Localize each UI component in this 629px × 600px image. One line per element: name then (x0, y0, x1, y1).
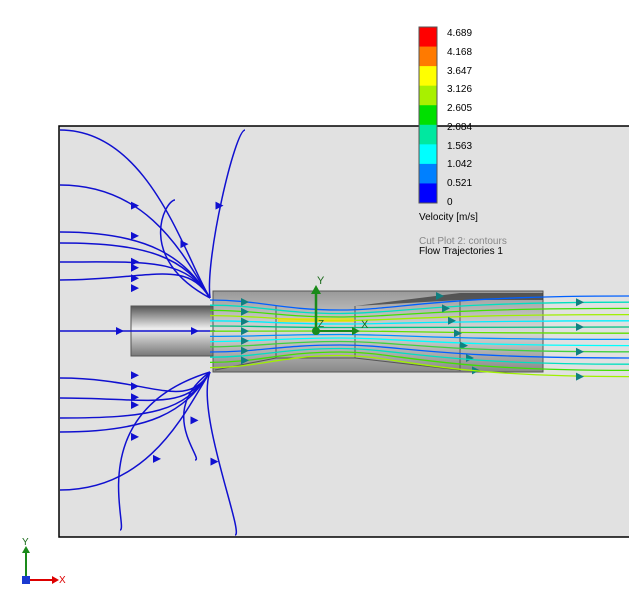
legend-tick-label: 4.689 (447, 28, 473, 39)
view-triad: Y X (22, 537, 66, 586)
legend-band (419, 163, 437, 184)
plot-name-flow-trajectories[interactable]: Flow Trajectories 1 (419, 246, 503, 257)
trajectory-arrow (241, 298, 249, 306)
legend-band (419, 105, 437, 126)
trajectory (209, 337, 629, 347)
trajectory (206, 371, 238, 536)
trajectory-arrow (131, 401, 139, 409)
trajectory-arrow (131, 201, 139, 210)
trajectory-arrow (448, 316, 456, 325)
trajectory (209, 333, 629, 341)
trajectory (209, 295, 629, 311)
trajectory (209, 307, 629, 318)
trajectory (209, 320, 629, 325)
legend-tick-label: 0.521 (447, 178, 473, 190)
trajectory-arrow (191, 327, 199, 335)
legend-tick-label: 1.563 (447, 140, 473, 152)
trajectory (117, 371, 211, 531)
triad-x-label: X (59, 575, 66, 586)
legend-tick-label: 3.647 (447, 65, 473, 77)
legend-band (419, 27, 437, 48)
trajectory-arrow (131, 284, 139, 293)
trajectory-arrow (241, 327, 249, 336)
trajectory (209, 301, 629, 315)
trajectory-arrow (180, 240, 189, 249)
legend-band (419, 46, 437, 67)
trajectory-arrow (131, 263, 139, 272)
trajectory-arrow (131, 371, 139, 380)
legend-frame (418, 26, 438, 204)
trajectory-arrow (210, 457, 219, 466)
trajectory-arrow (454, 329, 462, 338)
trajectory-arrow (241, 346, 249, 355)
trajectory (59, 273, 211, 299)
trajectory-arrow (215, 201, 224, 210)
axis-z-label: Z (318, 319, 324, 330)
trajectory-arrow (131, 231, 139, 240)
trajectory (59, 184, 211, 299)
legend-title: Velocity [m/s] (419, 212, 478, 223)
trajectory-arrow (241, 317, 249, 326)
trajectory (209, 313, 629, 322)
legend-band (419, 144, 437, 165)
trajectory-arrow (131, 393, 139, 402)
trajectory-arrow (436, 292, 444, 300)
trajectory (209, 351, 629, 372)
trajectory (209, 340, 629, 353)
triad-y-label: Y (22, 537, 29, 548)
trajectory (59, 129, 211, 299)
trajectory-arrow (131, 257, 139, 266)
trajectory (59, 371, 211, 393)
trajectory-arrow (153, 454, 161, 463)
legend-band (419, 183, 437, 204)
trajectory-arrow (116, 327, 124, 335)
velocity-legend-bar[interactable] (418, 26, 438, 204)
trajectory-arrow (576, 298, 584, 307)
plot-name-cut-plot[interactable]: Cut Plot 2: contours (419, 236, 507, 247)
trajectory (159, 199, 211, 299)
legend-tick-label: 4.168 (447, 46, 473, 58)
legend-band (419, 66, 437, 87)
legend-tick-label: 1.042 (447, 159, 473, 171)
trajectory-arrow (190, 416, 199, 425)
trajectory-arrow (576, 323, 584, 331)
trajectory (209, 325, 629, 329)
legend-tick-label: 2.084 (447, 121, 473, 133)
trajectory-arrow (460, 341, 468, 350)
legend-band (419, 124, 437, 145)
axis-x-label: X (361, 319, 369, 331)
trajectory-arrow (442, 304, 450, 313)
legend-band (419, 85, 437, 106)
trajectory (59, 371, 211, 491)
trajectory (209, 344, 629, 359)
trajectory-arrow (576, 347, 584, 356)
trajectory (209, 354, 629, 378)
trajectory-arrow (241, 356, 249, 365)
legend-tick-label: 3.126 (447, 84, 473, 96)
legend-tick-label: 2.605 (447, 103, 473, 115)
trajectory-arrow (241, 307, 249, 316)
trajectory-arrow (131, 432, 139, 441)
legend-tick-label: 0 (447, 197, 453, 208)
trajectory (209, 347, 629, 365)
trajectory (208, 129, 246, 299)
trajectory-arrow (241, 336, 249, 345)
trajectory (182, 371, 211, 461)
model-axes: Y X Z (311, 275, 369, 335)
axis-y-label: Y (317, 275, 325, 287)
trajectory-arrow (576, 372, 584, 381)
